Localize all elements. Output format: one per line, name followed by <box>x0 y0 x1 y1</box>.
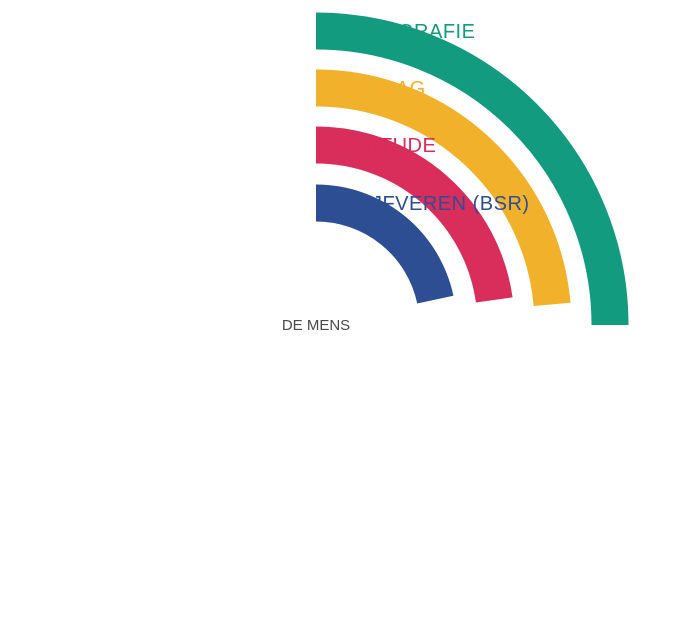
word-type-product: type product <box>73 378 162 506</box>
word-waarden: waarden <box>330 403 413 459</box>
word-leeftijd: leeftijd <box>273 603 348 632</box>
word-inkomen: inkomen <box>511 457 587 546</box>
word-geslacht: geslacht <box>34 435 104 526</box>
word-behoeften: behoeften <box>192 201 279 288</box>
legend-attitude: ATTITUDE <box>336 135 436 157</box>
legend-demografie: DEMOGRAFIE <box>336 21 475 43</box>
ring-drijfveren-band <box>315 184 454 304</box>
center-label: DE MENS <box>282 317 350 334</box>
legend-drijfveren: DRIJFVEREN (BSR) <box>336 193 530 215</box>
word-voorkeuren: voorkeuren <box>147 405 247 500</box>
word-naam: naam <box>211 21 277 61</box>
ring-gedrag-band <box>315 69 571 307</box>
legend-gedrag: GEDRAG <box>336 78 426 100</box>
word-adres: adres <box>26 167 76 235</box>
ring-demografie-band <box>315 12 629 326</box>
word-motieven: motieven <box>181 329 235 418</box>
word-loyaliteit: loyaliteit <box>396 419 476 495</box>
word-klachten: klachten <box>277 543 371 575</box>
ring-attitude-band <box>315 126 513 303</box>
